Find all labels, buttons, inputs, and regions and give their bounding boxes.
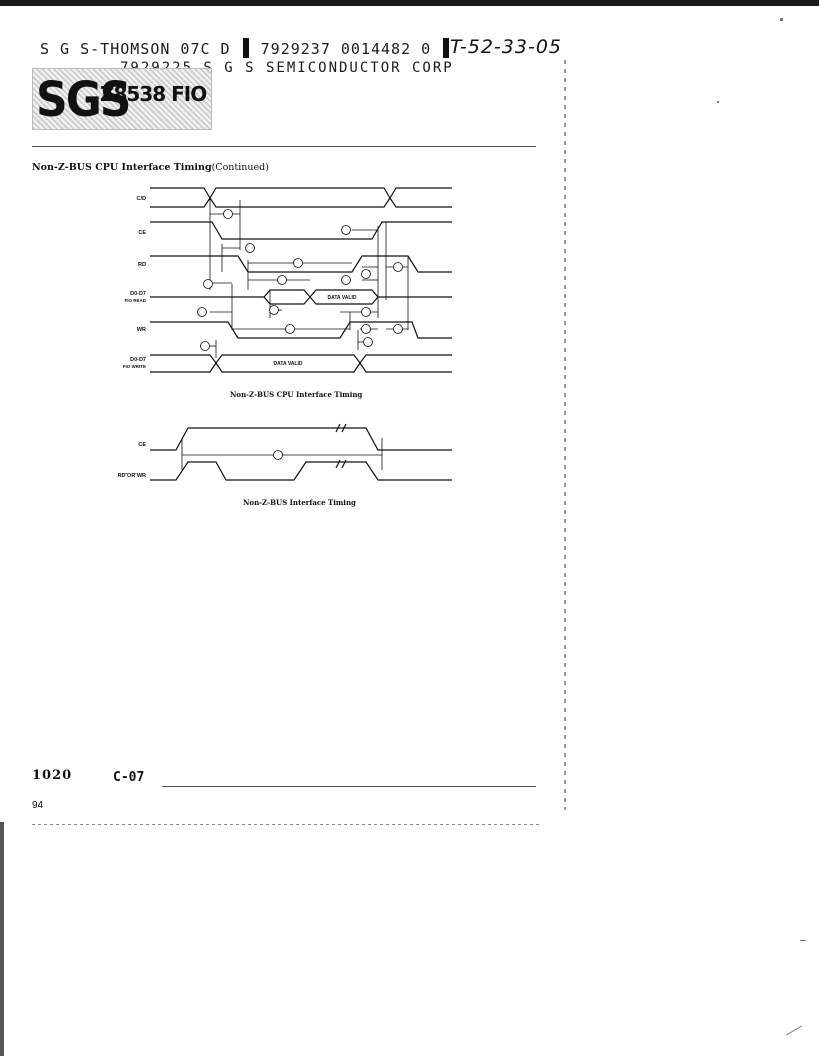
stamp-block-mark	[242, 38, 249, 58]
interval-marker	[341, 225, 351, 235]
interval-marker	[361, 269, 371, 279]
data-valid-read-label: DATA VALID	[328, 295, 357, 301]
interval-marker	[269, 305, 279, 315]
break-mark	[335, 459, 347, 469]
rd-waveform	[150, 255, 452, 273]
rdwr-waveform	[150, 461, 452, 481]
page-number: 94	[32, 800, 44, 811]
header-divider	[32, 146, 536, 147]
scan-right-edge	[564, 60, 566, 810]
interval-marker	[393, 262, 403, 272]
part-number: Z8538 FIO	[100, 82, 207, 106]
interval-marker	[245, 243, 255, 253]
signal-label-write-data: D0-D7	[130, 357, 146, 363]
diagram2-caption: Non-Z-BUS Interface Timing	[243, 498, 356, 507]
interval-marker	[200, 341, 210, 351]
interval-marker	[361, 307, 371, 317]
interval-marker	[273, 450, 283, 460]
signal-label-ce: CE	[138, 230, 146, 236]
sgs-logo: SGS	[36, 72, 131, 129]
scan-top-edge	[0, 0, 819, 6]
interval-marker	[203, 279, 213, 289]
interval-marker	[293, 258, 303, 268]
signal-label-rdwr: RD OR WR	[118, 473, 146, 479]
scan-speck	[717, 101, 719, 103]
page-bottom-edge	[32, 824, 540, 825]
signal-label-wr: WR	[137, 327, 146, 333]
interface-timing-diagram: CE RD OR WR	[118, 423, 452, 481]
interval-marker	[223, 209, 233, 219]
scan-left-edge	[0, 822, 4, 1056]
signal-label-rd: RD	[138, 262, 146, 268]
doc-code: T-52-33-05	[450, 36, 562, 58]
stamp-block-mark	[443, 38, 450, 58]
section-title-text: Non-Z-BUS CPU Interface Timing	[32, 162, 212, 173]
scan-speck	[800, 940, 806, 941]
wr-waveform	[150, 321, 452, 339]
signal-label-read-data-sub: FIO READ	[124, 298, 146, 303]
footer-code: C-07	[113, 770, 145, 785]
footer-rule	[162, 786, 536, 787]
signal-label-cd: C/D	[137, 196, 147, 202]
interval-marker	[341, 275, 351, 285]
header-stamp-prefix: S G S-THOMSON 07C D	[40, 40, 231, 58]
logo-banner	[32, 68, 212, 130]
section-title: Non-Z-BUS CPU Interface Timing(Continued…	[32, 162, 269, 173]
write-data-waveform-low	[150, 361, 452, 373]
signal-label-ce2: CE	[138, 442, 146, 448]
header-stamp-mid: 7929237 0014482 0	[260, 40, 432, 58]
interval-marker	[363, 337, 373, 347]
cd-waveform-low	[150, 196, 452, 208]
scan-speck	[780, 18, 783, 21]
footer-number: 1020	[32, 768, 73, 783]
cd-waveform	[150, 187, 452, 200]
data-valid-write-label: DATA VALID	[274, 361, 303, 367]
signal-label-read-data: D0-D7	[130, 291, 146, 297]
interval-marker	[393, 324, 403, 334]
interval-marker	[361, 324, 371, 334]
section-title-suffix: (Continued)	[211, 162, 269, 173]
write-data-waveform	[150, 354, 452, 364]
cpu-interface-timing-diagram: C/D CE RD D0-D7 FIO READ WR D0-D7 FIO WR…	[123, 187, 452, 373]
interval-marker	[285, 324, 295, 334]
signal-label-write-data-sub: FIO WRITE	[123, 364, 146, 369]
interval-marker	[277, 275, 287, 285]
header-stamp-line1: S G S-THOMSON 07C D 7929237 0014482 0	[40, 38, 451, 58]
scan-speck	[785, 1025, 803, 1036]
break-mark	[335, 423, 347, 433]
diagram1-caption: Non-Z-BUS CPU Interface Timing	[230, 390, 363, 399]
ce-waveform	[150, 221, 452, 240]
ce2-waveform	[150, 427, 452, 451]
interval-marker	[197, 307, 207, 317]
